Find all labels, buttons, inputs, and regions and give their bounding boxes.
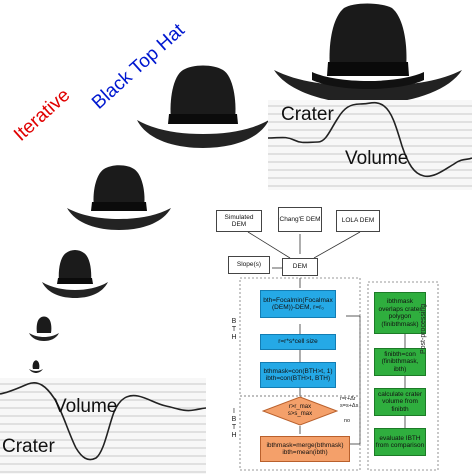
input-change-dem: Chang'E DEM	[278, 207, 322, 232]
post-step-1: ibthmask overlaps crater polygon (finibt…	[374, 292, 426, 334]
ibth-side-label: I B T H	[231, 408, 237, 439]
hat-large-icon	[274, 3, 462, 104]
hat-smaller-icon	[42, 250, 108, 298]
bottom-volume-label: Volume	[54, 396, 118, 417]
top-profile-chart	[268, 100, 472, 190]
top-volume-label: Volume	[345, 148, 409, 169]
slope-box: Slope(s)	[228, 256, 270, 274]
bottom-profile-chart	[0, 378, 206, 474]
hat-micro-icon	[29, 360, 43, 373]
post-step-4: evaluate IBTH from comparison	[374, 428, 426, 456]
decision-no-label: no	[344, 418, 351, 424]
decision-diamond	[262, 396, 338, 426]
hat-small-icon	[67, 165, 171, 230]
input-lola-dem: LOLA DEM	[336, 210, 380, 232]
iterative-title: Iterative	[10, 84, 75, 146]
post-processing-label: Post-processing	[420, 303, 427, 354]
bth-step-3: bthmask=con(BTH>t, 1) ibth=con(BTH>t, BT…	[260, 362, 336, 388]
decision-side-text: r=r+Δr s=s+Δs	[340, 396, 359, 409]
bottom-crater-label: Crater	[2, 436, 55, 457]
bth-step-2: r=r*s*cell size	[260, 334, 336, 350]
bth-side-label: B T H	[231, 318, 237, 341]
input-simulated-dem: Simulated DEM	[216, 210, 262, 232]
dem-box: DEM	[282, 258, 318, 276]
top-crater-label: Crater	[281, 104, 334, 125]
hat-medium-icon	[137, 65, 269, 148]
post-step-2: finibth=con (finibthmask, ibth)	[374, 348, 426, 376]
bth-step-1: bth=Focalmin(Focalmax (DEM))-DEM, r=r₀	[260, 290, 336, 318]
flowchart-connectors	[239, 231, 439, 471]
ibth-step: ibthmask=merge(bthmask) ibth=mean(ibth)	[260, 436, 350, 462]
post-step-3: calculate crater volume from finibth	[374, 388, 426, 416]
decision-text: r>r_max s>s_max	[287, 404, 313, 417]
hat-tiny-icon	[29, 316, 59, 341]
